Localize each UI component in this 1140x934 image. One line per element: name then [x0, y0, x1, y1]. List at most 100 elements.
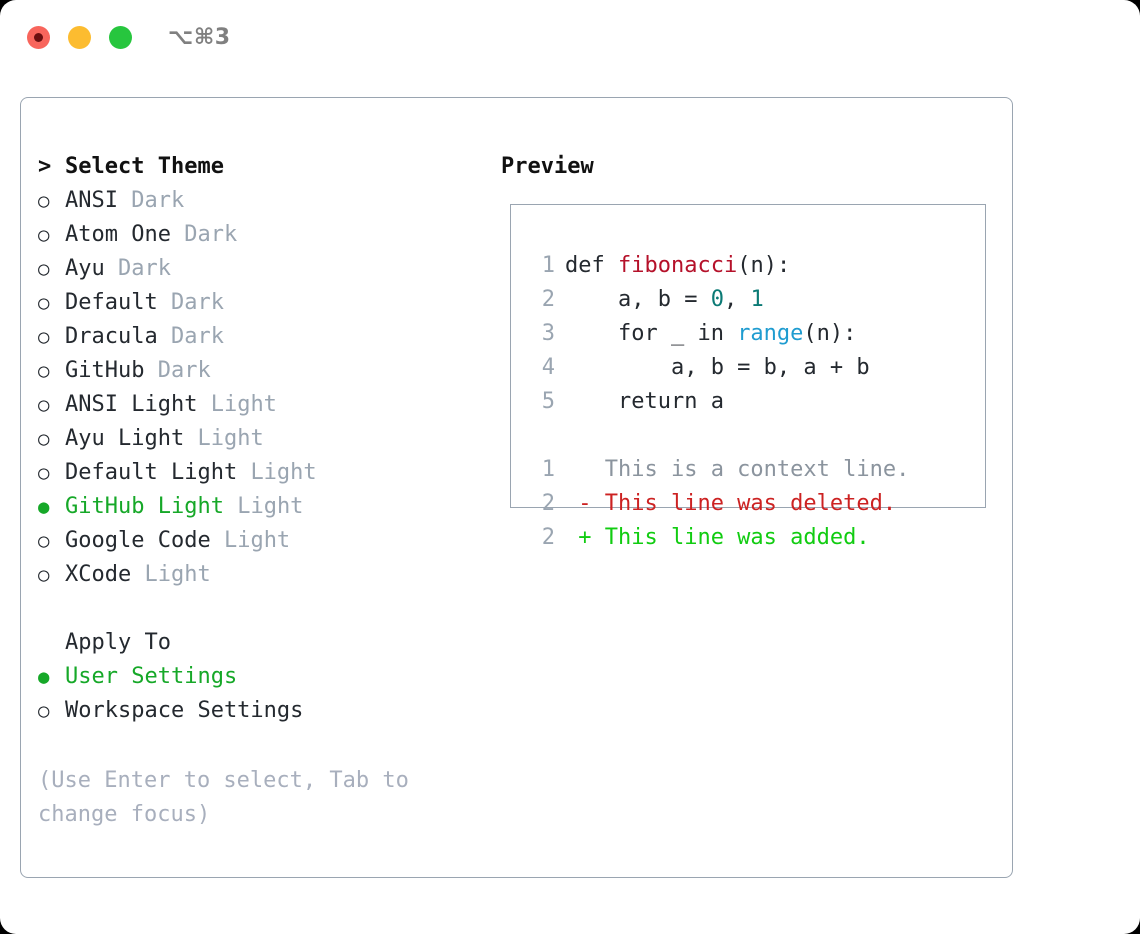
theme-item-label: Atom One [65, 222, 171, 247]
theme-item-label: GitHub Light [65, 494, 224, 519]
label-gap [197, 388, 210, 422]
diff-line-text: This is a context line. [565, 457, 910, 482]
theme-list-item[interactable]: ○ANSI Dark [38, 184, 478, 218]
close-button-icon[interactable] [27, 26, 50, 49]
theme-list: ○ANSI Dark○Atom One Dark○Ayu Dark○Defaul… [38, 184, 478, 592]
theme-picker-column: >Select Theme ○ANSI Dark○Atom One Dark○A… [38, 150, 478, 728]
radio-unselected-icon: ○ [38, 190, 50, 212]
theme-item-variant-tag: Dark [170, 290, 224, 315]
radio-unselected-icon: ○ [38, 360, 50, 382]
diff-line-number: 2 [541, 491, 555, 516]
code-line: 2 a, b = 0, 1 [529, 283, 969, 317]
radio-unselected-icon: ○ [38, 394, 50, 416]
minimize-button-icon[interactable] [68, 26, 91, 49]
theme-list-item[interactable]: ○Default Light Light [38, 456, 478, 490]
theme-item-label: ANSI Light [65, 392, 198, 417]
main-panel: >Select Theme ○ANSI Dark○Atom One Dark○A… [20, 97, 1013, 878]
maximize-button-icon[interactable] [109, 26, 132, 49]
theme-item-variant-tag: Dark [170, 324, 224, 349]
theme-item-variant-tag: Light [144, 562, 211, 587]
diff-line-text: + This line was added. [565, 525, 870, 550]
label-gap [131, 558, 144, 592]
label-gap [211, 524, 224, 558]
theme-list-item[interactable]: ○ANSI Light Light [38, 388, 478, 422]
code-token-plain: def [565, 253, 618, 278]
code-token-plain: a, b = [565, 287, 711, 312]
diff-line-number: 2 [541, 525, 555, 550]
theme-item-label: Default Light [65, 460, 238, 485]
code-line: 4 a, b = b, a + b [529, 351, 969, 385]
radio-unselected-icon: ○ [38, 258, 50, 280]
code-line: 3 for _ in range(n): [529, 317, 969, 351]
traffic-lights [27, 26, 132, 49]
preview-title: Preview [501, 154, 594, 179]
code-token-plain: a, b = b, a + b [565, 355, 870, 380]
diff-line: 1 This is a context line. [529, 453, 969, 487]
diff-lines: 1 This is a context line.2 - This line w… [529, 453, 969, 555]
theme-item-label: GitHub [65, 358, 145, 383]
theme-list-item[interactable]: ○ Ayu Light Light [38, 422, 478, 456]
select-theme-header-label: Select Theme [65, 154, 224, 179]
radio-selected-icon: ● [38, 496, 50, 518]
radio-unselected-icon: ○ [38, 428, 50, 450]
code-line-number: 1 [541, 253, 555, 278]
theme-item-label: Default [65, 290, 158, 315]
code-line: 5 return a [529, 385, 969, 419]
code-line-number: 4 [541, 355, 555, 380]
label-gap [158, 320, 171, 354]
apply-to-list: ●User Settings○Workspace Settings [38, 660, 478, 728]
code-token-plain: , [723, 287, 751, 312]
code-line-number: 5 [541, 389, 555, 414]
keyboard-shortcut-label: ⌥⌘3 [168, 25, 231, 50]
theme-item-variant-tag: Light [250, 460, 317, 485]
theme-list-item[interactable]: ○Ayu Dark [38, 252, 478, 286]
apply-to-header: Apply To [38, 626, 478, 660]
theme-item-variant-tag: Dark [157, 358, 211, 383]
diff-line: 2 - This line was deleted. [529, 487, 969, 521]
theme-item-label: Ayu Light [65, 426, 185, 451]
apply-to-item-label: User Settings [65, 664, 238, 689]
code-token-plain: for _ in [565, 321, 738, 346]
theme-item-label: ANSI [65, 188, 118, 213]
label-gap [158, 286, 171, 320]
radio-unselected-icon: ○ [38, 224, 50, 246]
theme-list-item[interactable]: ● GitHub Light Light [38, 490, 478, 524]
label-gap [171, 218, 184, 252]
code-token-plain: return a [565, 389, 724, 414]
label-gap [184, 422, 197, 456]
label-gap [224, 490, 237, 524]
theme-item-variant-tag: Dark [118, 256, 171, 281]
theme-list-item[interactable]: ○ Dracula Dark [38, 320, 478, 354]
code-token-plain: (n): [737, 253, 791, 278]
code-line-number: 3 [541, 321, 555, 346]
apply-to-item[interactable]: ○Workspace Settings [38, 694, 478, 728]
label-gap [118, 184, 131, 218]
theme-list-item[interactable]: ○Google Code Light [38, 524, 478, 558]
theme-item-label: Google Code [65, 528, 211, 553]
radio-unselected-icon: ○ [38, 326, 50, 348]
code-token-plain: (n): [803, 321, 857, 346]
code-token-num: 0 [710, 287, 724, 312]
theme-list-item[interactable]: ○ Default Dark [38, 286, 478, 320]
apply-to-item[interactable]: ●User Settings [38, 660, 478, 694]
theme-item-variant-tag: Light [223, 528, 291, 553]
theme-list-item[interactable]: ○ Atom One Dark [38, 218, 478, 252]
theme-item-variant-tag: Light [237, 494, 304, 519]
theme-item-variant-tag: Light [197, 426, 264, 451]
theme-item-variant-tag: Dark [184, 222, 238, 247]
theme-item-label: Dracula [65, 324, 158, 349]
apply-to-item-label: Workspace Settings [65, 698, 304, 723]
theme-list-item[interactable]: ○ GitHub Dark [38, 354, 478, 388]
title-bar: ⌥⌘3 [0, 0, 1140, 76]
preview-column: Preview [501, 150, 991, 184]
label-gap [105, 252, 118, 286]
select-theme-header: >Select Theme [38, 150, 478, 184]
radio-unselected-icon: ○ [38, 564, 50, 586]
radio-unselected-icon: ○ [38, 292, 50, 314]
label-gap [144, 354, 157, 388]
theme-list-item[interactable]: ○XCode Light [38, 558, 478, 592]
code-token-call: range [737, 321, 804, 346]
